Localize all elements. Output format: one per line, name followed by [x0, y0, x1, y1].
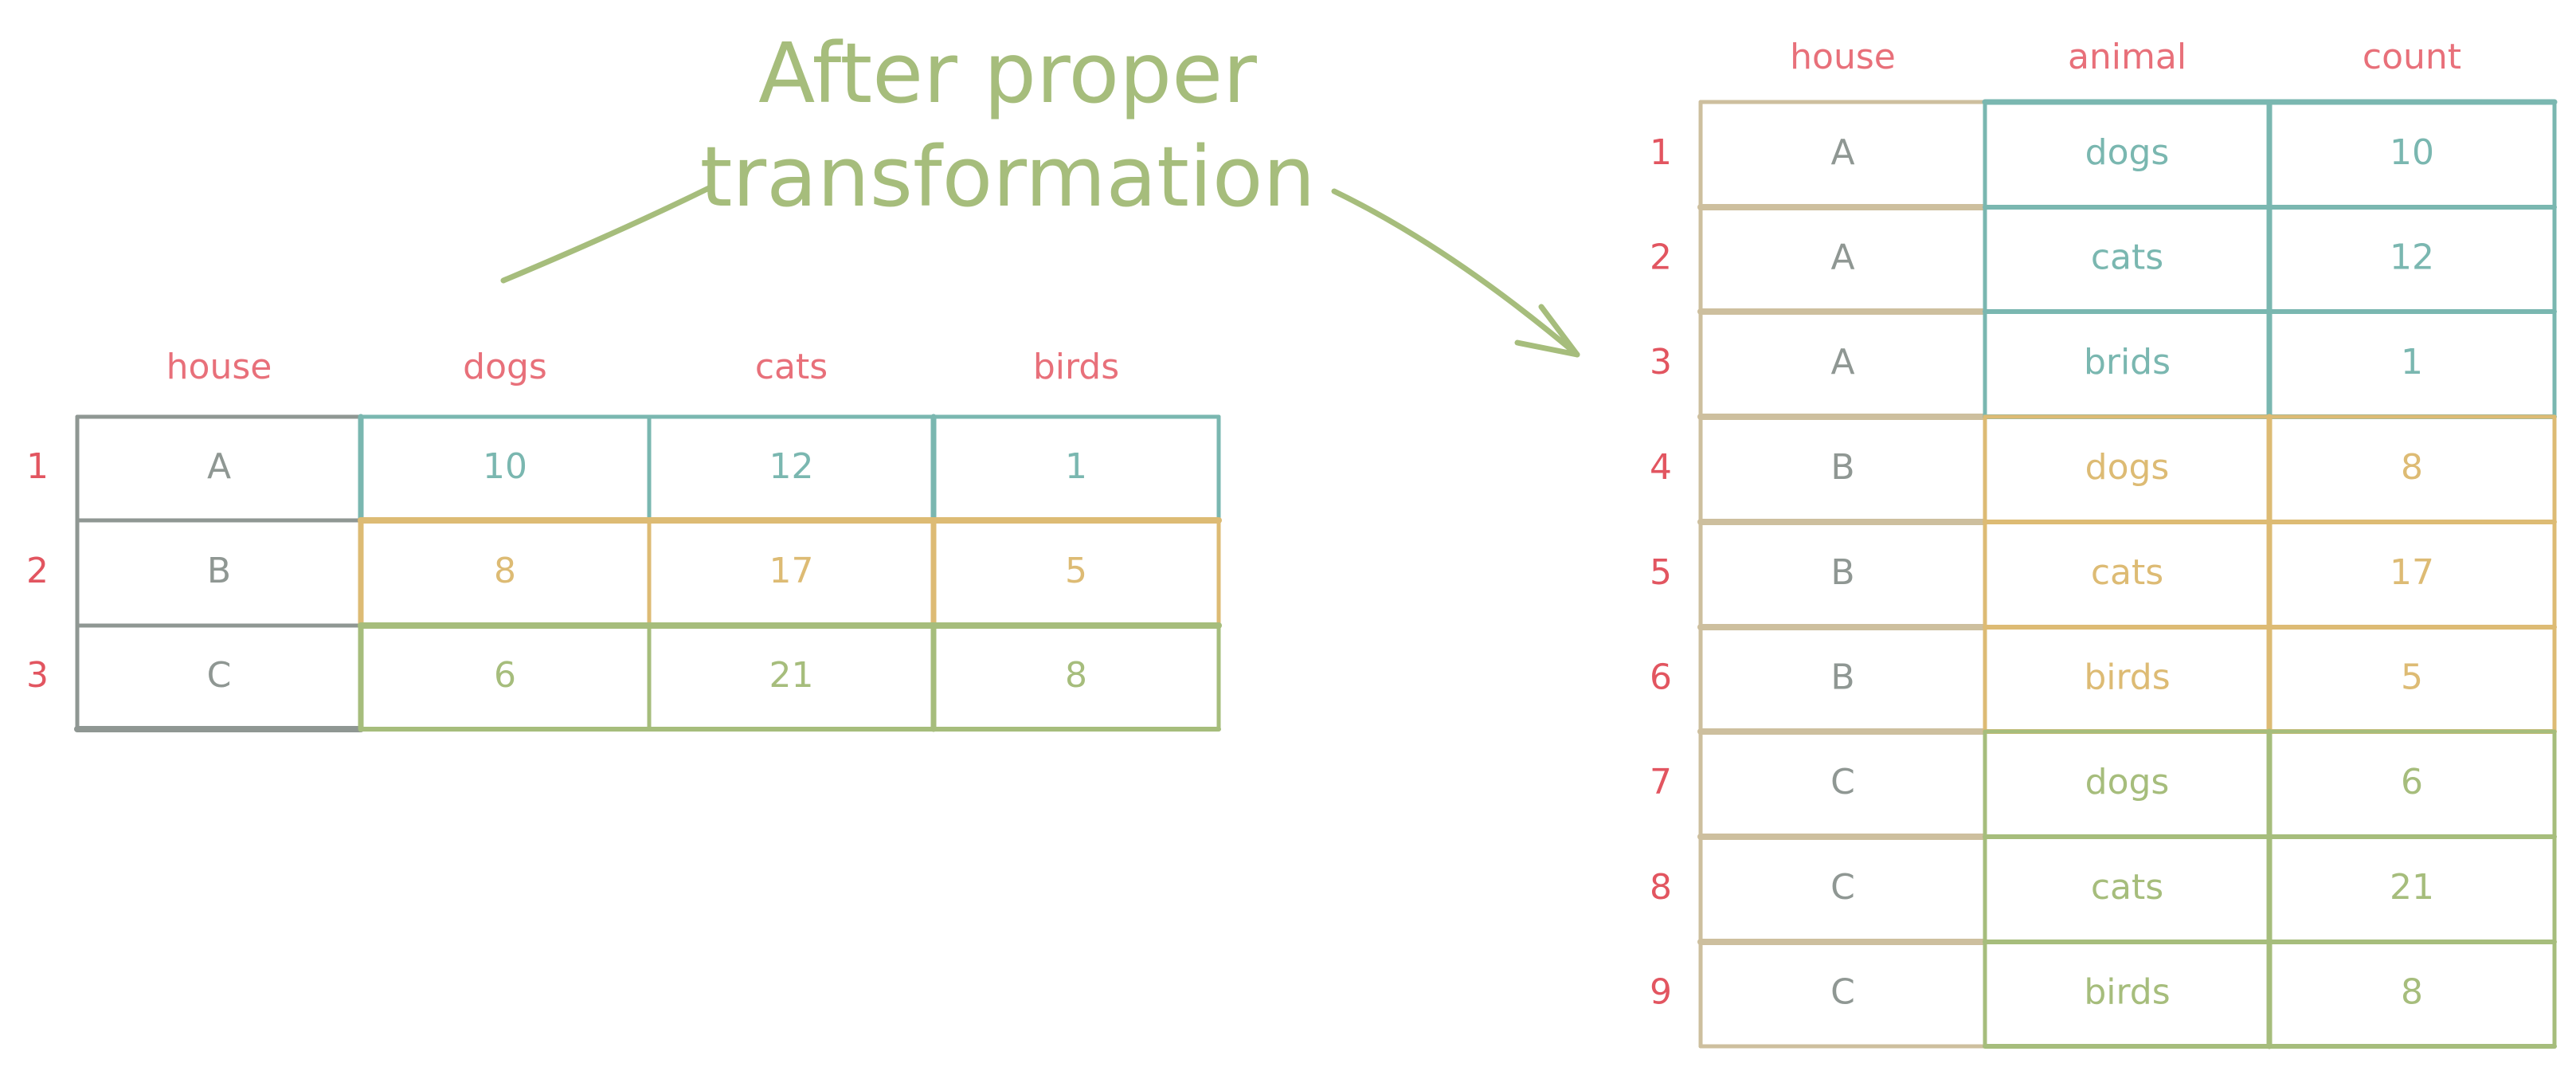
- long-animal-cell: dogs: [2085, 132, 2170, 173]
- arrow-shaft: [1331, 188, 1580, 358]
- long-row-number: 7: [1650, 762, 1672, 802]
- arrow-head: [1514, 304, 1580, 358]
- long-house-cell: B: [1830, 447, 1854, 488]
- long-animal-cell: dogs: [2085, 447, 2170, 488]
- wide-value-cell: 8: [1065, 655, 1087, 696]
- long-row-number: 2: [1650, 237, 1672, 278]
- wide-header-dogs: dogs: [463, 347, 547, 387]
- title-line-2: transformation: [700, 128, 1316, 226]
- long-row-number: 4: [1650, 447, 1672, 488]
- transformation-arrow: [500, 185, 1580, 358]
- long-animal-cell: cats: [2091, 237, 2163, 278]
- wide-value-cell: 5: [1065, 551, 1087, 591]
- long-row-number: 5: [1650, 552, 1672, 593]
- long-row-number: 9: [1650, 972, 1672, 1013]
- long-row-number: 8: [1650, 867, 1672, 908]
- long-animal-cell: birds: [2084, 657, 2170, 698]
- wide-header-birds: birds: [1033, 347, 1119, 387]
- long-header-house: house: [1790, 37, 1896, 77]
- long-animal-cell: cats: [2091, 552, 2163, 593]
- wide-row-number: 3: [26, 655, 49, 696]
- wide-value-cell: 6: [494, 655, 516, 696]
- wide-house-cell: B: [207, 551, 231, 591]
- long-house-cell: C: [1830, 972, 1855, 1013]
- long-house-cell: B: [1830, 552, 1854, 593]
- long-count-cell: 5: [2401, 657, 2423, 698]
- wide-row-number: 2: [26, 551, 49, 591]
- arrow-tail-stroke: [500, 185, 712, 284]
- wide-value-cell: 8: [494, 551, 516, 591]
- wide-house-cell: A: [207, 446, 231, 487]
- long-house-cell: C: [1830, 762, 1855, 802]
- long-header-animal: animal: [2068, 37, 2186, 77]
- long-house-cell: A: [1830, 237, 1854, 278]
- wide-header-house: house: [166, 347, 272, 387]
- long-row-number: 3: [1650, 342, 1672, 382]
- wide-value-cell: 21: [769, 655, 814, 696]
- long-house-cell: A: [1830, 132, 1854, 173]
- long-row-number: 6: [1650, 657, 1672, 698]
- long-animal-cell: birds: [2084, 972, 2170, 1013]
- long-count-cell: 8: [2401, 447, 2423, 488]
- title-line-1: After proper: [758, 25, 1257, 122]
- long-house-cell: B: [1830, 657, 1854, 698]
- long-count-cell: 6: [2401, 762, 2423, 802]
- wide-value-cell: 10: [483, 446, 527, 487]
- long-animal-cell: brids: [2084, 342, 2171, 382]
- long-row-number: 1: [1650, 132, 1672, 173]
- long-count-cell: 12: [2390, 237, 2434, 278]
- long-count-cell: 1: [2401, 342, 2423, 382]
- long-count-cell: 10: [2390, 132, 2434, 173]
- long-header-count: count: [2363, 37, 2461, 77]
- wide-value-cell: 1: [1065, 446, 1087, 487]
- wide-value-cell: 12: [769, 446, 814, 487]
- long-count-cell: 17: [2390, 552, 2434, 593]
- long-house-cell: A: [1830, 342, 1854, 382]
- wide-header-cats: cats: [755, 347, 828, 387]
- long-count-cell: 21: [2390, 867, 2434, 908]
- long-house-cell: C: [1830, 867, 1855, 908]
- wide-house-cell: C: [207, 655, 232, 696]
- long-animal-cell: cats: [2091, 867, 2163, 908]
- long-animal-cell: dogs: [2085, 762, 2170, 802]
- wide-row-number: 1: [26, 446, 49, 487]
- long-count-cell: 8: [2401, 972, 2423, 1013]
- wide-value-cell: 17: [769, 551, 814, 591]
